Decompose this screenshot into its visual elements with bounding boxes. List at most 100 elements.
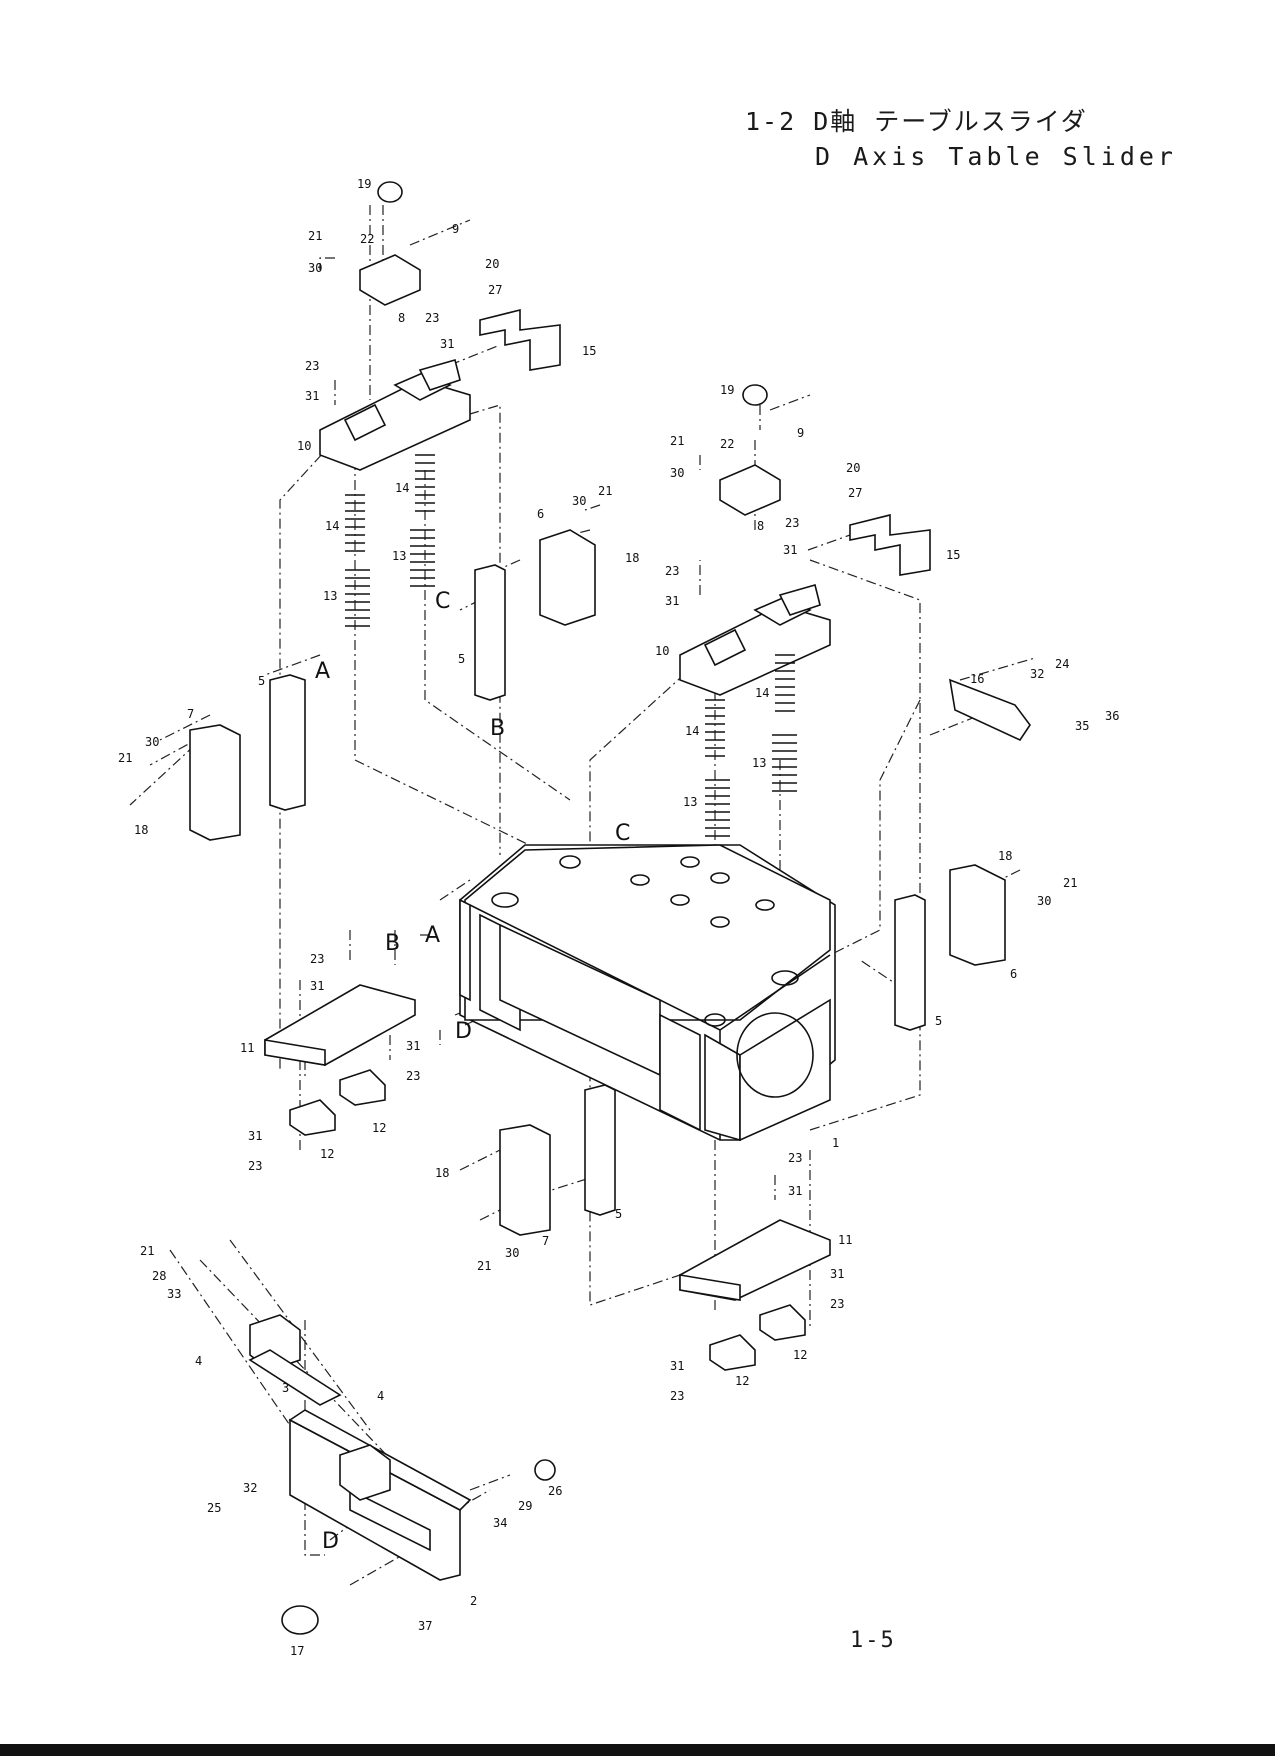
callout-16: 16 — [970, 672, 984, 686]
ref-letter-b-upper: B — [490, 716, 505, 741]
callout-11b: 11 — [838, 1233, 852, 1247]
lower-left-carriage — [264, 984, 416, 1136]
callout-5c: 5 — [935, 1014, 942, 1028]
callout-30b: 30 — [572, 494, 586, 508]
base-body — [459, 844, 836, 1142]
callout-25: 25 — [207, 1501, 221, 1515]
callout-36: 36 — [1105, 709, 1119, 723]
callout-27b: 27 — [848, 486, 862, 500]
callout-30c: 30 — [145, 735, 159, 749]
callout-30: 30 — [308, 261, 322, 275]
callout-13d: 13 — [683, 795, 697, 809]
ref-letter-a-upper: A — [315, 659, 330, 684]
callout-13c: 13 — [752, 756, 766, 770]
callout-14: 14 — [395, 481, 409, 495]
callout-19: 19 — [357, 177, 371, 191]
callout-37: 37 — [418, 1619, 432, 1633]
callout-27: 27 — [488, 283, 502, 297]
callout-4b: 4 — [377, 1389, 384, 1403]
callout-23f: 23 — [406, 1069, 420, 1083]
callout-12d: 12 — [735, 1374, 749, 1388]
callout-12c: 12 — [793, 1348, 807, 1362]
callout-7b: 7 — [542, 1234, 549, 1248]
ref-letter-c-lower: C — [615, 821, 630, 846]
callout-18d: 18 — [435, 1166, 449, 1180]
callout-31e: 31 — [310, 979, 324, 993]
callout-23c: 23 — [785, 516, 799, 530]
callout-21f: 21 — [477, 1259, 491, 1273]
callout-12: 12 — [372, 1121, 386, 1135]
callout-31c: 31 — [783, 543, 797, 557]
callout-15b: 15 — [946, 548, 960, 562]
callout-22: 22 — [360, 232, 374, 246]
title-block: 1-2 D軸 テーブルスライダ D Axis Table Slider — [745, 102, 1265, 171]
callout-8: 8 — [398, 311, 405, 325]
callout-23j: 23 — [670, 1389, 684, 1403]
callout-17: 17 — [290, 1644, 304, 1658]
callout-31: 31 — [440, 337, 454, 351]
callout-14b: 14 — [325, 519, 339, 533]
callout-30e: 30 — [1037, 894, 1051, 908]
callout-21: 21 — [308, 229, 322, 243]
callout-23e: 23 — [310, 952, 324, 966]
callout-6: 6 — [537, 507, 544, 521]
end-plate-assembly — [248, 1314, 556, 1635]
callout-7: 7 — [187, 707, 194, 721]
callout-13b: 13 — [323, 589, 337, 603]
reference-letters: A A B B C C D D — [315, 589, 630, 1554]
callout-10: 10 — [297, 439, 311, 453]
callout-18b: 18 — [134, 823, 148, 837]
callout-21c: 21 — [118, 751, 132, 765]
callout-31h: 31 — [788, 1184, 802, 1198]
callout-8b: 8 — [757, 519, 764, 533]
callout-32: 32 — [1030, 667, 1044, 681]
page-title-japanese: 1-2 D軸 テーブルスライダ — [745, 107, 1088, 136]
callout-31i: 31 — [830, 1267, 844, 1281]
callout-2: 2 — [470, 1594, 477, 1608]
callout-30f: 30 — [505, 1246, 519, 1260]
ref-letter-b-lower: B — [385, 931, 400, 956]
callout-21e: 21 — [1063, 876, 1077, 890]
callout-4: 4 — [195, 1354, 202, 1368]
callout-28: 28 — [152, 1269, 166, 1283]
callout-22b: 22 — [720, 437, 734, 451]
page-number: 1-5 — [850, 1628, 896, 1653]
callout-31d: 31 — [665, 594, 679, 608]
callout-33: 33 — [167, 1287, 181, 1301]
callout-14c: 14 — [755, 686, 769, 700]
callout-14d: 14 — [685, 724, 699, 738]
callout-9b: 9 — [797, 426, 804, 440]
lower-right-carriage — [499, 1084, 831, 1371]
callout-24: 24 — [1055, 657, 1069, 671]
callout-23b: 23 — [305, 359, 319, 373]
callout-31f: 31 — [406, 1039, 420, 1053]
callout-35: 35 — [1075, 719, 1089, 733]
upper-left-carriage — [189, 181, 596, 841]
callout-15: 15 — [582, 344, 596, 358]
callout-18: 18 — [625, 551, 639, 565]
callout-10b: 10 — [655, 644, 669, 658]
ref-letter-d-lower: D — [322, 1529, 339, 1554]
callout-23h: 23 — [788, 1151, 802, 1165]
callout-19b: 19 — [720, 383, 734, 397]
part-callouts: 19 21 22 9 30 20 27 8 23 15 31 23 31 10 … — [118, 177, 1119, 1658]
page-title-english: D Axis Table Slider — [815, 142, 1177, 171]
callout-21d: 21 — [670, 434, 684, 448]
callout-5b: 5 — [458, 652, 465, 666]
callout-1: 1 — [832, 1136, 839, 1150]
callout-31j: 31 — [670, 1359, 684, 1373]
callout-23: 23 — [425, 311, 439, 325]
callout-20b: 20 — [846, 461, 860, 475]
callout-6b: 6 — [1010, 967, 1017, 981]
callout-9: 9 — [452, 222, 459, 236]
callout-34: 34 — [493, 1516, 507, 1530]
callout-11: 11 — [240, 1041, 254, 1055]
callout-31b: 31 — [305, 389, 319, 403]
callout-3: 3 — [282, 1381, 289, 1395]
callout-5d: 5 — [615, 1207, 622, 1221]
upper-right-carriage — [679, 384, 1031, 1031]
ref-letter-d-upper: D — [455, 1019, 472, 1044]
callout-21g: 21 — [140, 1244, 154, 1258]
